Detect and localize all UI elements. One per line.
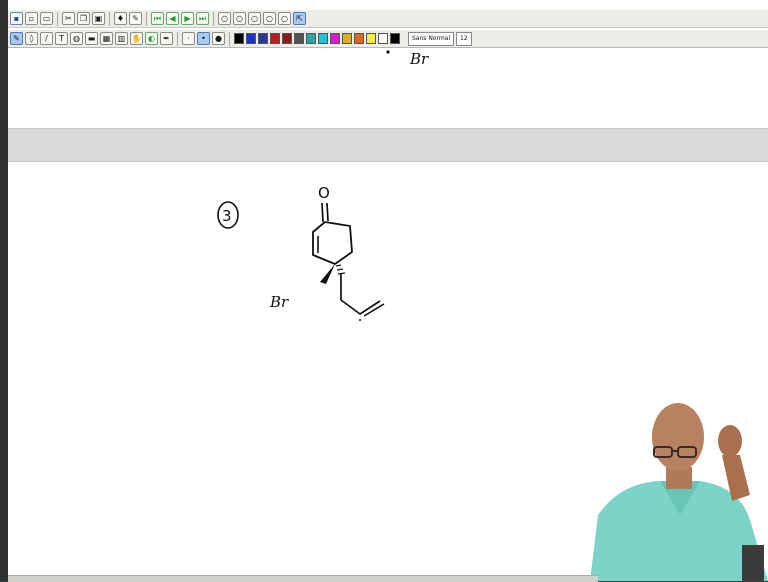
zoom-custom-icon[interactable]: ○ [278,12,291,25]
zoom-out-icon[interactable]: ○ [218,12,231,25]
ink-dot [359,319,361,321]
oxygen-label: O [318,184,330,202]
highlighter-tool-icon[interactable]: / [40,32,53,45]
default-pen-icon[interactable]: ✒ [160,32,173,45]
color-swatch-2[interactable] [258,33,268,44]
pen-icon[interactable]: ✎ [129,12,142,25]
color-swatch-1[interactable] [246,33,256,44]
presenter-forearm [722,455,750,501]
eraser-tool-icon[interactable]: ◊ [25,32,38,45]
pen-tool-icon[interactable]: ✎ [10,32,23,45]
ruler-tool-icon[interactable]: ▬ [85,32,98,45]
presenter-hand [718,425,742,457]
zoom-in-icon[interactable]: ○ [233,12,246,25]
carbonyl-bond [321,202,324,223]
ink-dot [386,50,390,54]
text-tool-icon[interactable]: T [55,32,68,45]
color-swatch-12[interactable] [378,33,388,44]
toolbar-separator [57,11,58,26]
color-swatch-13[interactable] [390,33,400,44]
color-swatch-10[interactable] [354,33,364,44]
first-page-icon[interactable]: ⏮ [151,12,164,25]
tools-toolbar: ✎ ◊ / T ◍ ▬ ▦ ▥ ✋ ◐ ✒ · • ● Sans Normal … [8,30,768,48]
hand-tool-icon[interactable]: ✋ [130,32,143,45]
color-swatch-6[interactable] [306,33,316,44]
toolbar-separator [229,31,230,46]
last-page-icon[interactable]: ⏭ [196,12,209,25]
shirt-collar [660,481,700,515]
alkene-double-bond [363,303,385,317]
font-name-select[interactable]: Sans Normal [408,31,455,46]
wedge-bond [320,264,335,284]
prev-page-icon[interactable]: ◀ [166,12,179,25]
color-swatch-9[interactable] [342,33,352,44]
presenter-video [590,403,768,581]
substituent-br-label: Br [269,293,289,311]
open-icon[interactable]: ▭ [40,12,53,25]
toolbar-separator [213,11,214,26]
window-left-edge [0,0,8,581]
hashed-bond [335,264,346,275]
presenter-neck [666,467,692,489]
new-icon[interactable]: ▫ [25,12,38,25]
toolbar-separator [109,11,110,26]
presenter-shirt [590,481,768,581]
main-toolbar: ▪ ▫ ▭ ✂ ❐ ▣ ♦ ✎ ⏮ ◀ ▶ ⏭ ○ ○ ○ ○ ○ ⇱ [8,10,768,28]
select-icon[interactable]: ⇱ [293,12,306,25]
select-region-icon[interactable]: ▦ [100,32,113,45]
cyclohexenone-ring [312,221,353,265]
color-swatch-8[interactable] [330,33,340,44]
zoom-width-icon[interactable]: ○ [263,12,276,25]
thin-stroke-icon[interactable]: · [182,32,195,45]
toolbar-separator [146,11,147,26]
top-br-label: Br [409,50,429,68]
color-swatch-4[interactable] [282,33,292,44]
image-tool-icon[interactable]: ◍ [70,32,83,45]
save-icon[interactable]: ▪ [10,12,23,25]
allyl-chain [340,274,381,315]
color-swatch-0[interactable] [234,33,244,44]
zoom-fit-icon[interactable]: ○ [248,12,261,25]
toolbar-separator [177,31,178,46]
pin-icon[interactable]: ♦ [114,12,127,25]
color-swatch-11[interactable] [366,33,376,44]
font-size-select[interactable]: 12 [456,31,472,46]
medium-stroke-icon[interactable]: • [197,32,210,45]
horizontal-scrollbar[interactable] [8,575,598,582]
circle-mark [217,201,239,229]
select-rect-icon[interactable]: ▥ [115,32,128,45]
color-swatch-3[interactable] [270,33,280,44]
next-page-icon[interactable]: ▶ [181,12,194,25]
color-swatch-7[interactable] [318,33,328,44]
chair [742,545,764,581]
color-swatch-5[interactable] [294,33,304,44]
thick-stroke-icon[interactable]: ● [212,32,225,45]
paste-icon[interactable]: ▣ [92,12,105,25]
shape-recognizer-icon[interactable]: ◐ [145,32,158,45]
presenter-head [652,403,704,471]
copy-icon[interactable]: ❐ [77,12,90,25]
cut-icon[interactable]: ✂ [62,12,75,25]
carbonyl-bond [326,202,329,222]
color-palette [234,33,400,44]
circled-number: 3 [222,207,232,225]
page-separator [8,128,768,162]
